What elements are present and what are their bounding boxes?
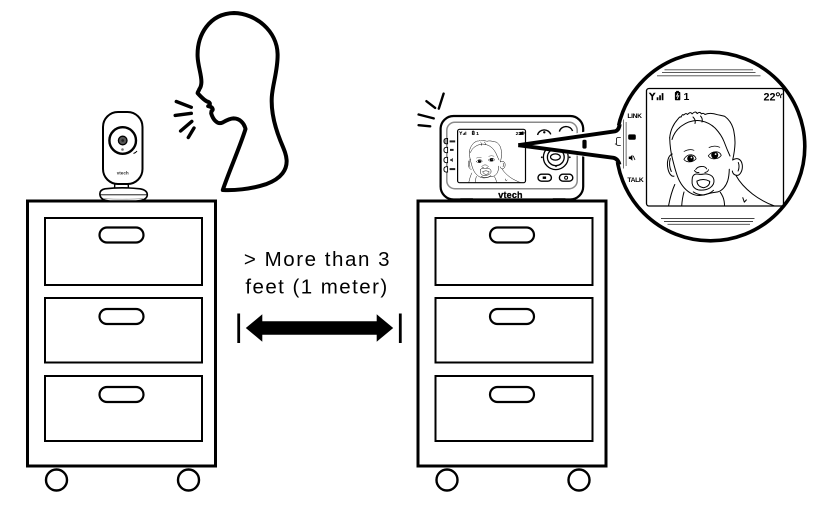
svg-text:feet (1 meter): feet (1 meter) (245, 276, 388, 299)
svg-text:LINK: LINK (627, 113, 642, 120)
svg-text:TALK: TALK (627, 177, 643, 184)
svg-text:vtech: vtech (117, 171, 129, 176)
svg-text:> More than 3: > More than 3 (244, 248, 391, 271)
svg-text:vtech: vtech (498, 190, 523, 200)
